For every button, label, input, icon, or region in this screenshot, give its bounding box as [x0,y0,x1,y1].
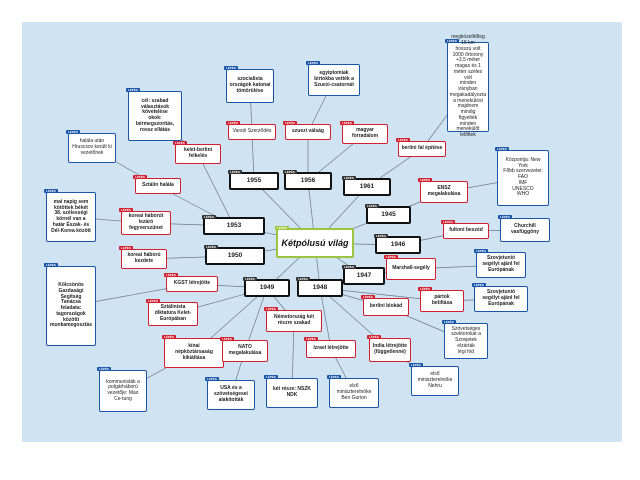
center-node[interactable]: LÉPÉS Kétpólusú világ [275,226,354,258]
connector-line [319,287,332,350]
center-title: Kétpólusú világ [281,237,349,248]
node-tag: LÉPÉS [275,226,289,230]
connector-line [197,153,235,227]
